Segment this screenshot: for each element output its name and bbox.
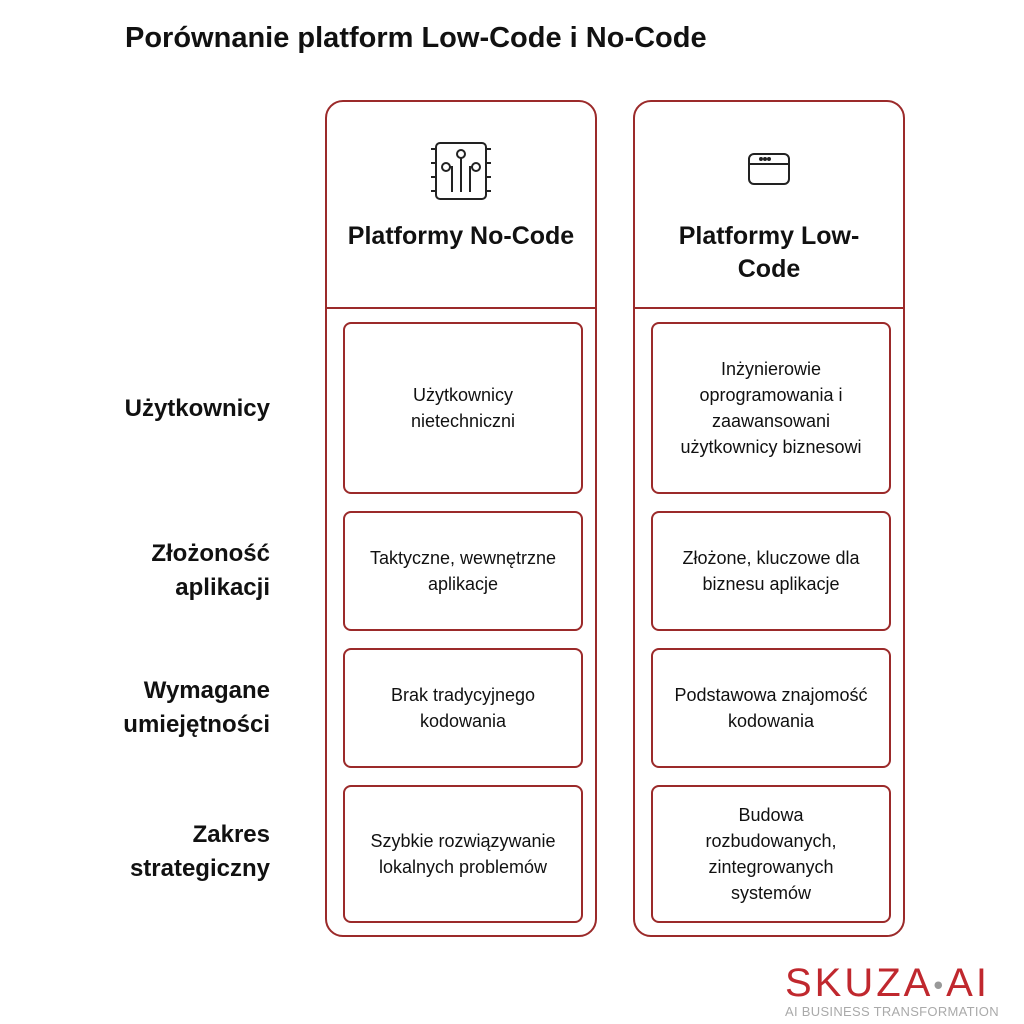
row-label-complexity: Złożoność aplikacji [151,540,270,601]
logo-dot: • [933,969,947,1001]
logo-tagline: AI BUSINESS TRANSFORMATION [785,1004,999,1020]
column-title: Platformy Low-Code [678,222,860,283]
cell-users: Inżynierowie oprogramowania i zaawansowa… [651,322,891,494]
row-label-scope: Zakres strategiczny [129,821,270,882]
column-title: Platformy No-Code [347,222,575,250]
row-label-skills: Wymagane umiejętności [123,677,270,738]
cell-scope: Budowa rozbudowanych, zintegrowanych sys… [651,785,891,923]
column-no-code: Platformy No-Code Użytkownicy nietechnic… [325,100,597,937]
column-header: Platformy Low-Code [635,102,903,309]
cell-skills: Podstawowa znajomość kodowania [651,648,891,768]
skuza-ai-logo: SKUZA•AI AI BUSINESS TRANSFORMATION [785,963,999,1019]
row-label-users: Użytkownicy [124,395,270,422]
cell-users: Użytkownicy nietechniczni [343,322,583,494]
logo-main: SKUZA [785,961,934,1005]
cell-complexity: Taktyczne, wewnętrzne aplikacje [343,511,583,631]
cell-scope: Szybkie rozwiązywanie lokalnych problemó… [343,785,583,923]
column-header: Platformy No-Code [327,102,595,309]
circuit-chip-icon [431,142,491,200]
cell-complexity: Złożone, kluczowe dla biznesu aplikacje [651,511,891,631]
column-low-code: Platformy Low-Code Inżynierowie oprogram… [633,100,905,937]
page-title: Porównanie platform Low-Code i No-Code [125,22,707,54]
browser-window-icon [748,153,790,185]
logo-ai: AI [946,961,990,1005]
cell-skills: Brak tradycyjnego kodowania [343,648,583,768]
